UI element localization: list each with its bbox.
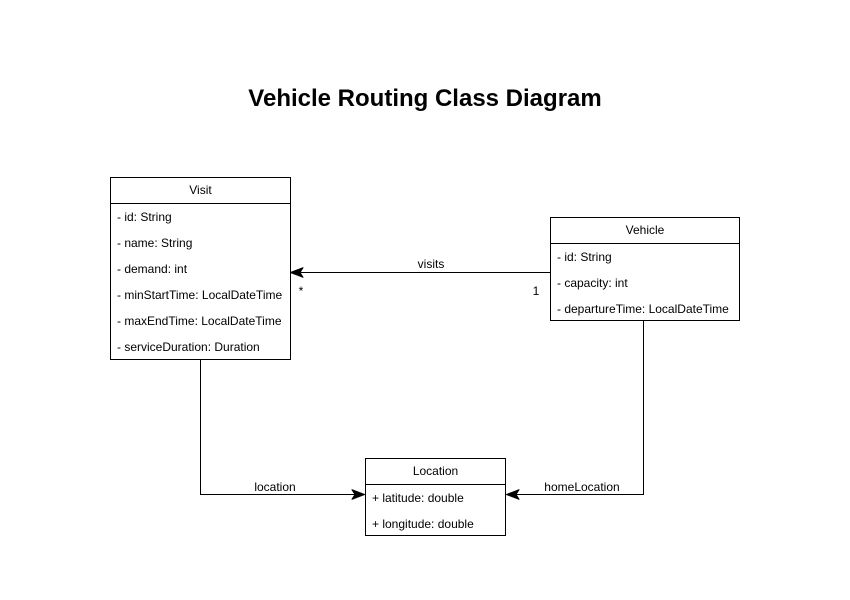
arrowhead-right-icon [351, 489, 365, 500]
class-visit-attribute-max-end-time: - maxEndTime: LocalDateTime [117, 314, 282, 328]
class-vehicle-attribute-capacity: - capacity: int [557, 276, 628, 290]
class-vehicle-attributes: - id: String - capacity: int - departure… [551, 244, 739, 322]
class-visit-attribute-demand: - demand: int [117, 262, 188, 276]
class-visit[interactable]: Visit - id: String - name: String - dema… [110, 177, 291, 360]
arrowhead-left-icon [506, 489, 520, 500]
class-visit-name: Visit [111, 178, 290, 204]
class-location[interactable]: Location + latitude: double + longitude:… [365, 458, 506, 536]
class-visit-attribute-id: - id: String [117, 210, 172, 224]
class-vehicle-attribute-id: - id: String [557, 250, 612, 264]
diagram-title: Vehicle Routing Class Diagram [248, 85, 602, 112]
edge-home-location-line[interactable] [509, 321, 644, 495]
edge-visits-label: visits [418, 257, 445, 271]
edge-visits-multiplicity-target: * [299, 284, 304, 298]
edge-visits-multiplicity-source: 1 [533, 284, 540, 298]
edge-location-label: location [254, 480, 295, 494]
edge-home-location-label: homeLocation [544, 480, 619, 494]
edge-visits[interactable]: visits * 1 [290, 257, 551, 298]
class-vehicle-attribute-departure-time: - departureTime: LocalDateTime [557, 302, 729, 316]
edge-location-line[interactable] [200, 360, 363, 495]
class-visit-attribute-name: - name: String [117, 236, 193, 250]
class-location-attributes: + latitude: double + longitude: double [366, 485, 505, 537]
class-visit-attribute-min-start-time: - minStartTime: LocalDateTime [117, 288, 283, 302]
class-location-name: Location [366, 459, 505, 485]
class-visit-attributes: - id: String - name: String - demand: in… [111, 204, 290, 360]
class-vehicle-name: Vehicle [551, 218, 739, 244]
edge-home-location[interactable]: homeLocation [506, 321, 644, 500]
edge-location[interactable]: location [200, 360, 365, 500]
arrowhead-left-icon [290, 267, 304, 278]
class-visit-attribute-service-duration: - serviceDuration: Duration [117, 340, 260, 354]
class-vehicle[interactable]: Vehicle - id: String - capacity: int - d… [550, 217, 740, 321]
class-location-attribute-latitude: + latitude: double [372, 491, 464, 505]
class-location-attribute-longitude: + longitude: double [372, 517, 474, 531]
